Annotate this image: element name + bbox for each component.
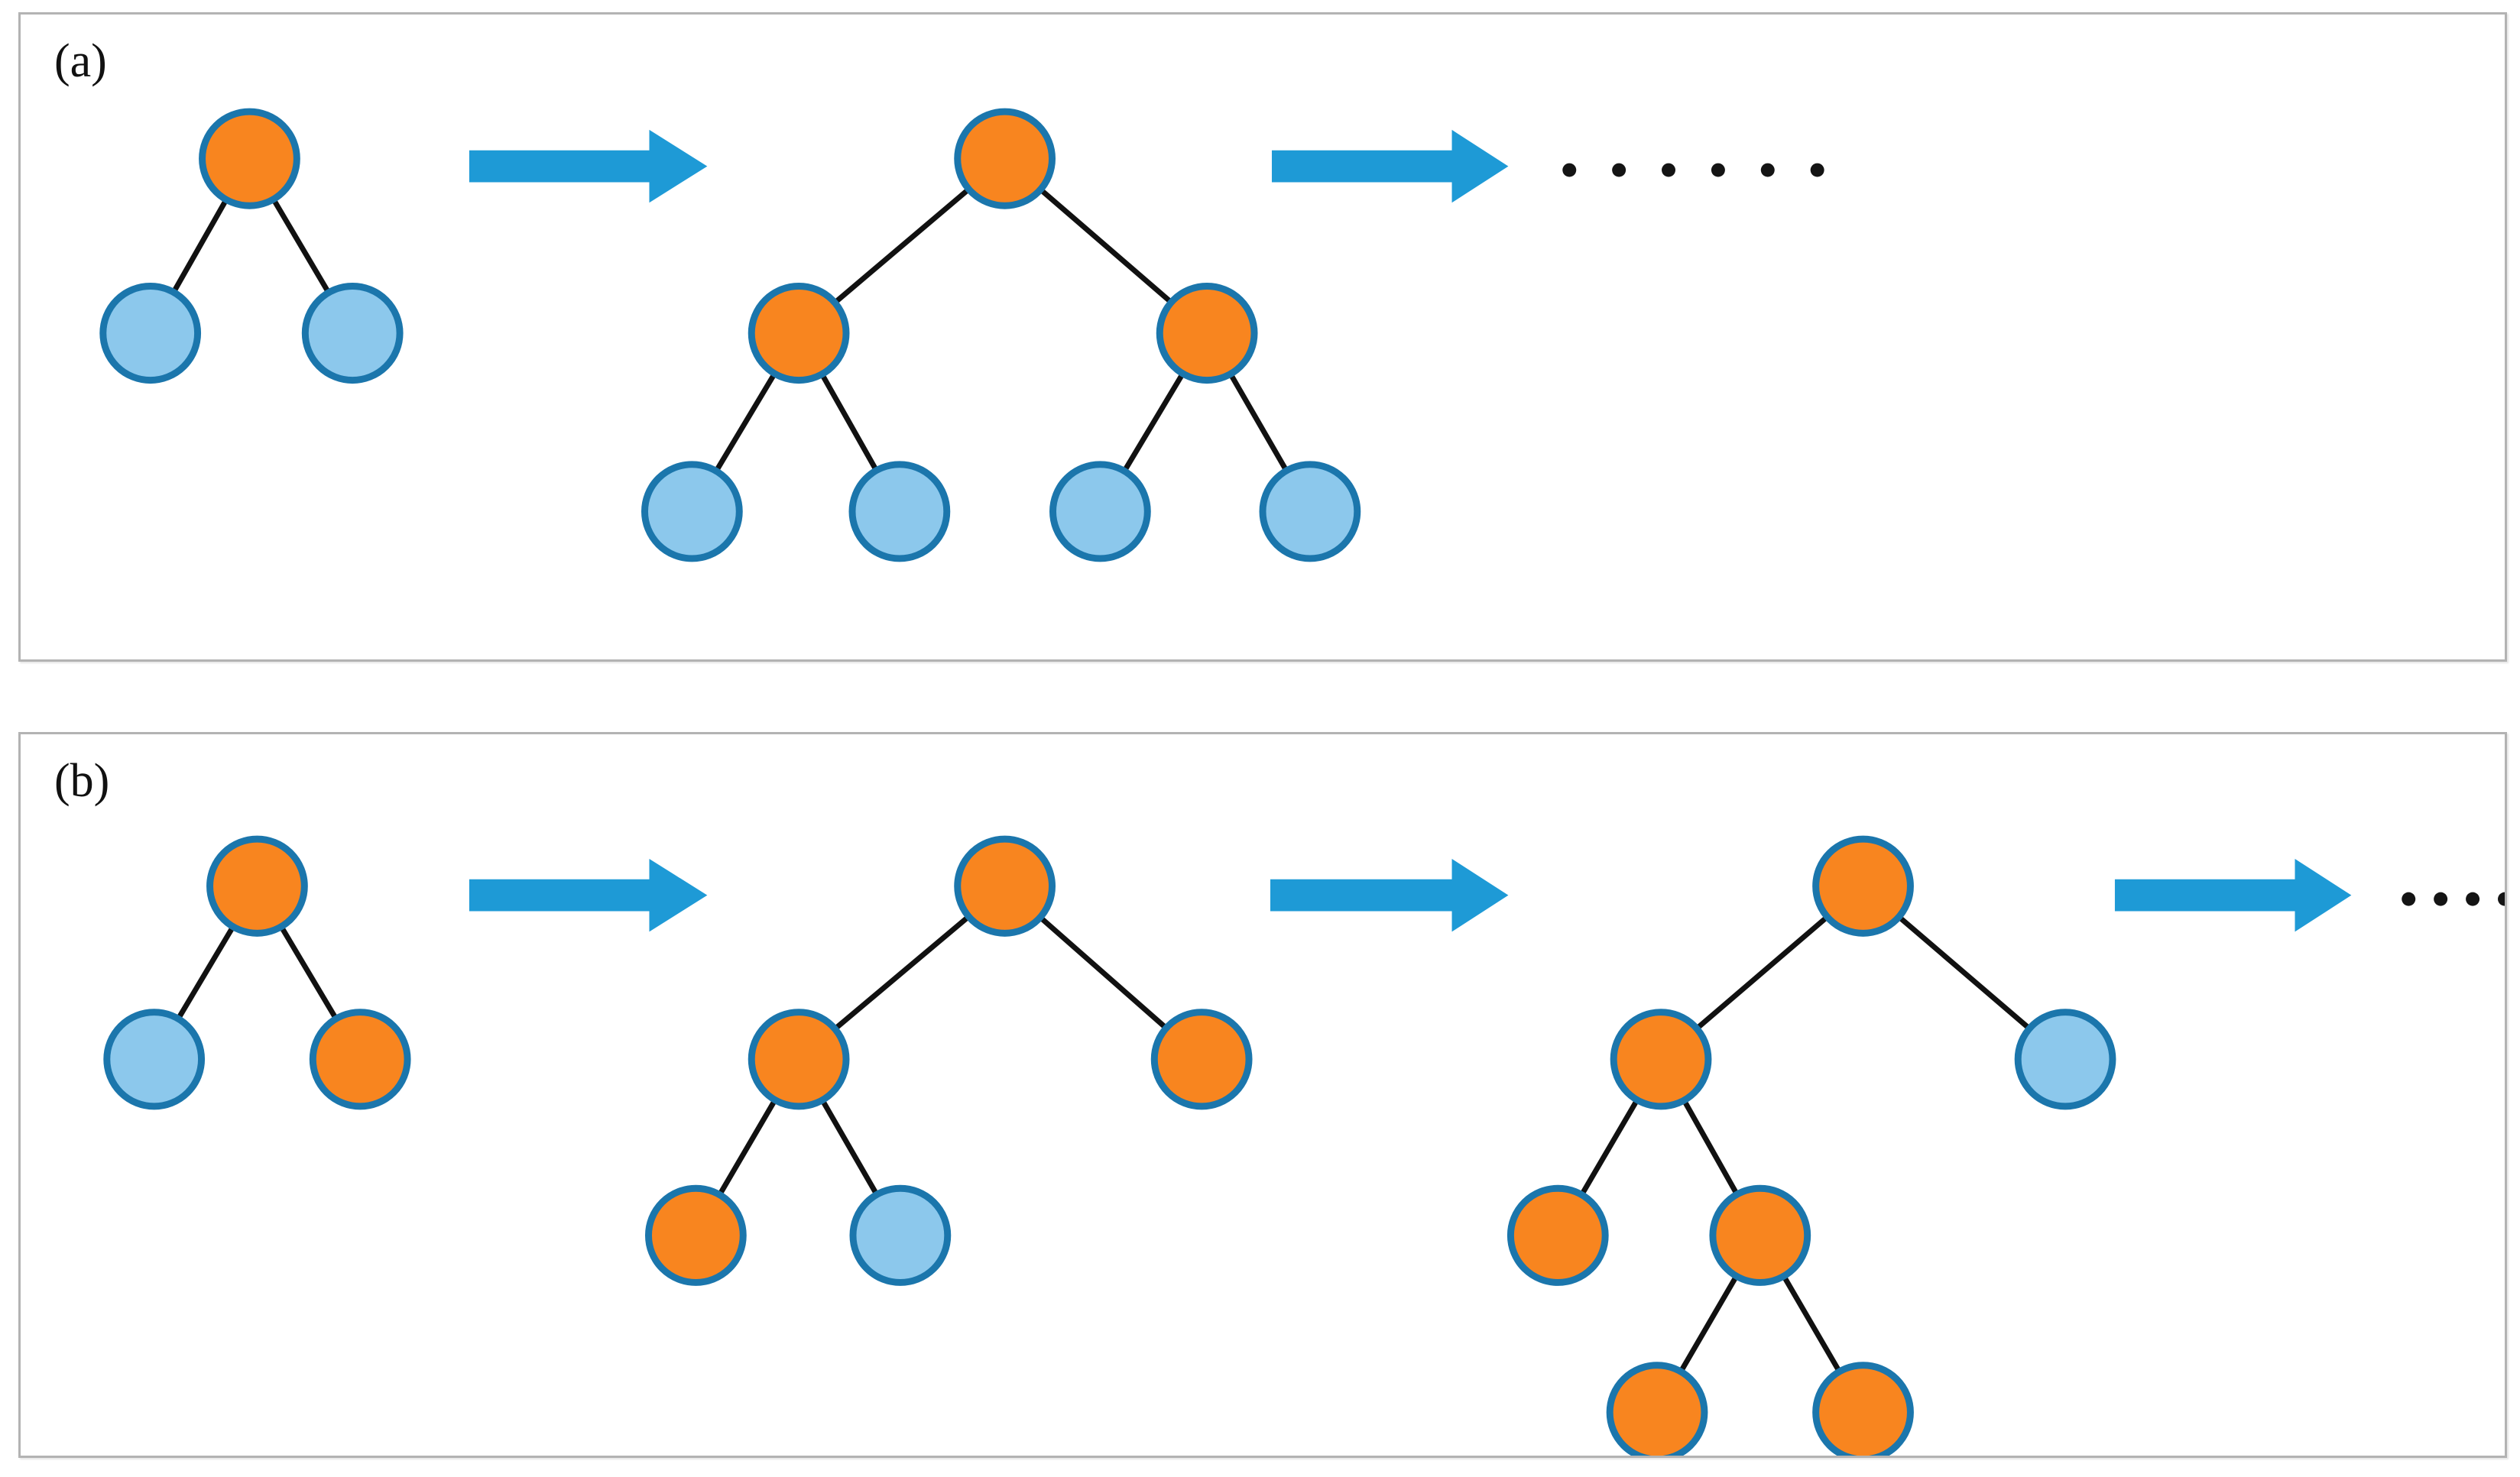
tree-node-orange[interactable] <box>1812 1362 1914 1456</box>
panel-a-label: (a) <box>54 35 107 87</box>
tree-node-orange[interactable] <box>954 835 1056 937</box>
tree-node-blue[interactable] <box>103 1009 206 1110</box>
ellipsis-a <box>1562 163 1824 177</box>
tree-node-blue[interactable] <box>2014 1009 2116 1110</box>
tree-node-orange[interactable] <box>1606 1362 1708 1456</box>
tree-node-blue[interactable] <box>848 461 951 562</box>
arrow-right-icon <box>2114 858 2352 932</box>
tree-node-orange[interactable] <box>644 1184 747 1286</box>
panel-a-canvas <box>99 108 1824 562</box>
tree-node-orange[interactable] <box>1610 1009 1712 1110</box>
tree-node-orange[interactable] <box>206 835 308 937</box>
tree-node-orange[interactable] <box>1812 835 1914 937</box>
tree-node-orange[interactable] <box>954 108 1056 209</box>
tree-step-2 <box>641 108 1361 562</box>
arrow-right-icon <box>1270 858 1509 932</box>
tree-node-blue[interactable] <box>1049 461 1151 562</box>
tree-node-orange[interactable] <box>1150 1009 1253 1110</box>
tree-node-orange[interactable] <box>748 283 850 384</box>
panel-b-label: (b) <box>54 755 110 807</box>
tree-node-orange[interactable] <box>309 1009 411 1110</box>
tree-node-blue[interactable] <box>641 461 743 562</box>
panel-b-canvas <box>103 835 2505 1456</box>
tree-node-blue[interactable] <box>99 283 202 384</box>
tree-node-orange[interactable] <box>1156 283 1258 384</box>
tree-step-2 <box>644 835 1253 1286</box>
tree-step-3 <box>1506 835 2116 1456</box>
tree-node-orange[interactable] <box>1506 1184 1609 1286</box>
tree-step-1 <box>99 108 404 384</box>
tree-node-blue[interactable] <box>301 283 404 384</box>
tree-node-orange[interactable] <box>1709 1184 1811 1286</box>
tree-node-orange[interactable] <box>748 1009 850 1110</box>
arrow-right-icon <box>469 858 708 932</box>
tree-step-1 <box>103 835 411 1110</box>
ellipsis-b <box>2402 892 2505 906</box>
tree-node-blue[interactable] <box>1259 461 1361 562</box>
arrow-right-icon <box>469 129 708 203</box>
arrow-right-icon <box>1271 129 1509 203</box>
panel-b: (b) <box>18 732 2507 1458</box>
tree-node-orange[interactable] <box>199 108 300 209</box>
tree-node-blue[interactable] <box>849 1184 952 1286</box>
panel-a: (a) <box>18 12 2507 662</box>
